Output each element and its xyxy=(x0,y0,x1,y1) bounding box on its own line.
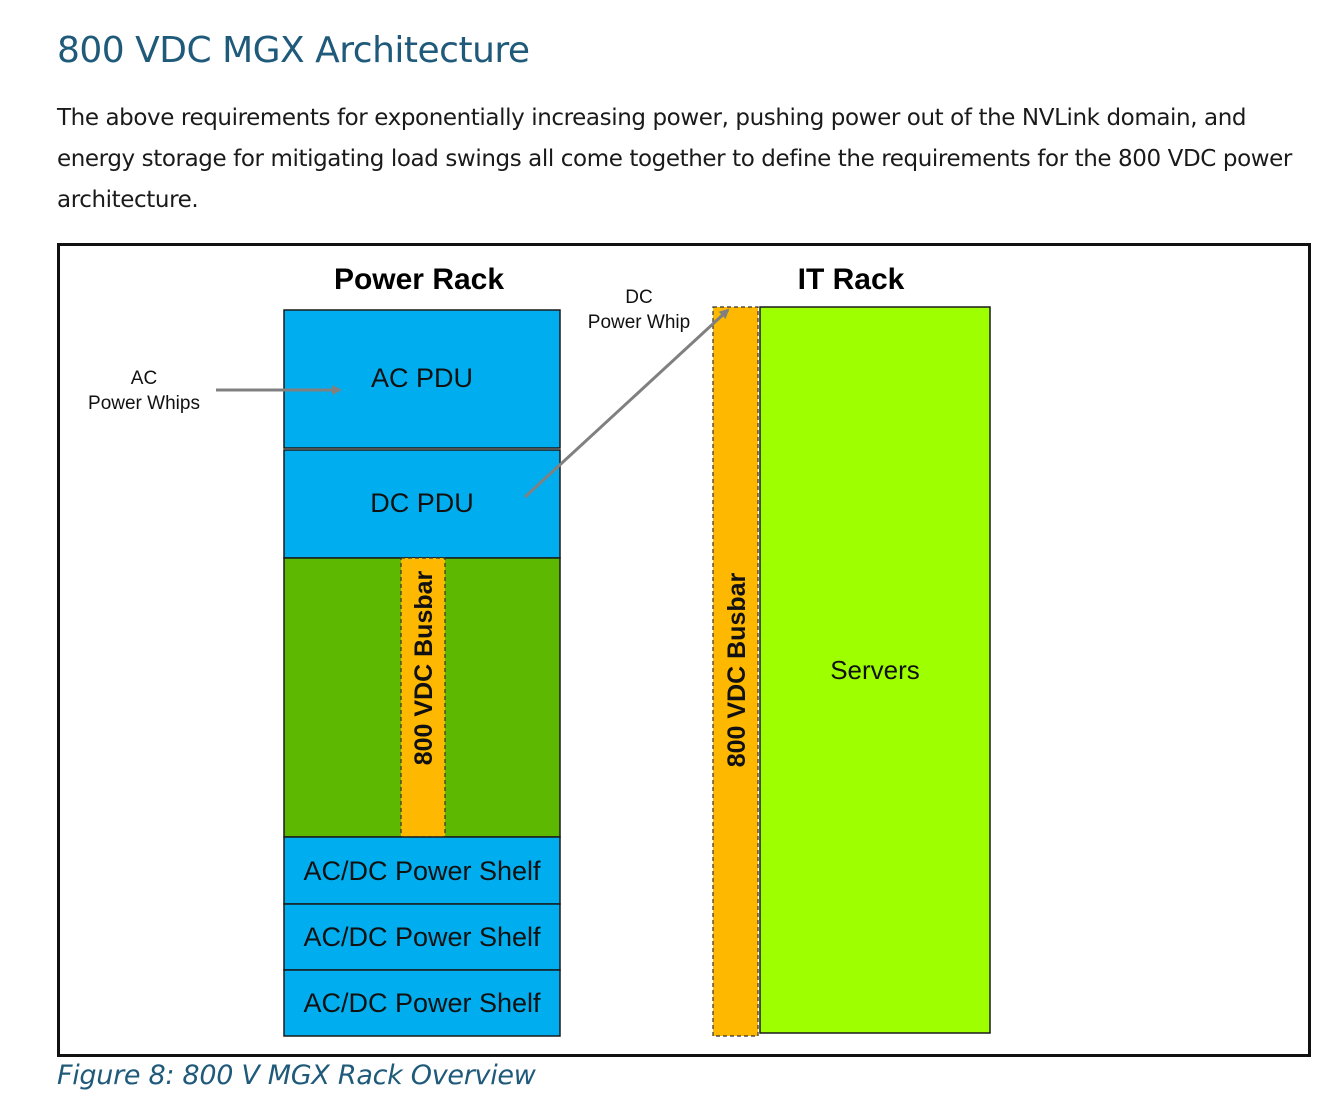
page-heading: 800 VDC MGX Architecture xyxy=(57,30,530,71)
figure-caption: Figure 8: 800 V MGX Rack Overview xyxy=(57,1060,536,1091)
dc-pdu-block xyxy=(283,449,561,559)
dc-whip-label-line1: DC xyxy=(625,287,652,308)
figure-frame xyxy=(57,243,1311,1057)
ac-whips-label-line2: Power Whips xyxy=(88,393,200,414)
servers-label: Servers xyxy=(830,655,920,685)
servers-block xyxy=(759,306,991,1034)
power-shelf-3 xyxy=(283,969,561,1037)
ac-pdu-label: AC PDU xyxy=(371,363,473,393)
power-rack-busbar-label: 800 VDC Busbar xyxy=(410,570,438,765)
power-shelf-2-label: AC/DC Power Shelf xyxy=(303,922,541,952)
it-rack-busbar-label: 800 VDC Busbar xyxy=(723,572,751,767)
power-shelf-2 xyxy=(283,903,561,971)
it-rack-title: IT Rack xyxy=(798,263,905,296)
it-rack-busbar xyxy=(712,306,759,1037)
power-shelf-1-label: AC/DC Power Shelf xyxy=(303,856,541,886)
power-shelf-3-label: AC/DC Power Shelf xyxy=(303,988,541,1018)
dc-whip-arrow xyxy=(523,308,730,499)
power-rack-title: Power Rack xyxy=(334,263,504,296)
dc-pdu-label: DC PDU xyxy=(370,488,474,518)
ac-pdu-block xyxy=(283,309,561,449)
ac-whips-label-line1: AC xyxy=(131,368,157,389)
body-paragraph: The above requirements for exponentially… xyxy=(57,105,1292,213)
dc-whip-label-line2: Power Whip xyxy=(588,312,690,333)
